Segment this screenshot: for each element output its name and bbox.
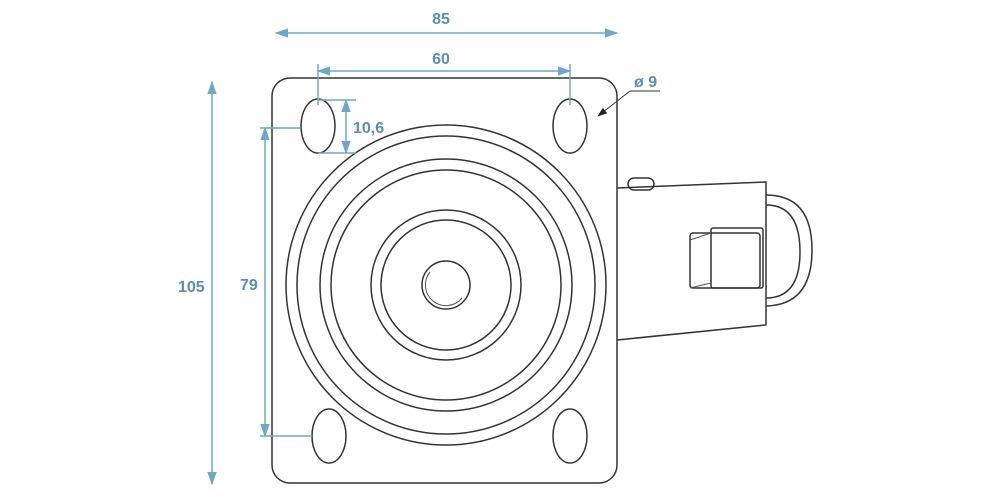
leader-hole-diameter (597, 90, 631, 117)
brake-pedal-tab (710, 227, 764, 289)
hub-ring-inner (380, 219, 512, 351)
hub-ring-outer (370, 209, 522, 361)
axle-hole-outer (421, 260, 471, 310)
swivel-ring-2 (296, 135, 596, 435)
mounting-hole-top-left (300, 98, 336, 154)
mounting-hole-top-right (552, 98, 588, 154)
dimensions: 85 60 10,6 ø 9 105 79 (178, 11, 660, 486)
dim-label-slot-length: 10,6 (353, 120, 384, 137)
swivel-ring-3 (319, 158, 573, 412)
swivel-ring-outer (285, 124, 607, 446)
dim-label-overall-width: 85 (432, 11, 450, 28)
axle-hole-crescent (424, 271, 463, 307)
caster-part (271, 77, 813, 484)
swivel-ring-4 (330, 169, 562, 401)
dim-label-hole-spacing-x: 60 (432, 51, 450, 68)
dim-label-hole-spacing-y: 79 (240, 277, 258, 294)
mounting-hole-bottom-left (311, 408, 347, 464)
brake-assembly (616, 177, 813, 341)
dim-label-hole-diameter: ø 9 (634, 74, 657, 91)
mounting-plate (271, 77, 618, 484)
dim-label-overall-height: 105 (178, 279, 205, 296)
brake-pedal (689, 232, 761, 289)
brake-rivet (627, 177, 655, 191)
mounting-hole-bottom-right (552, 408, 588, 464)
